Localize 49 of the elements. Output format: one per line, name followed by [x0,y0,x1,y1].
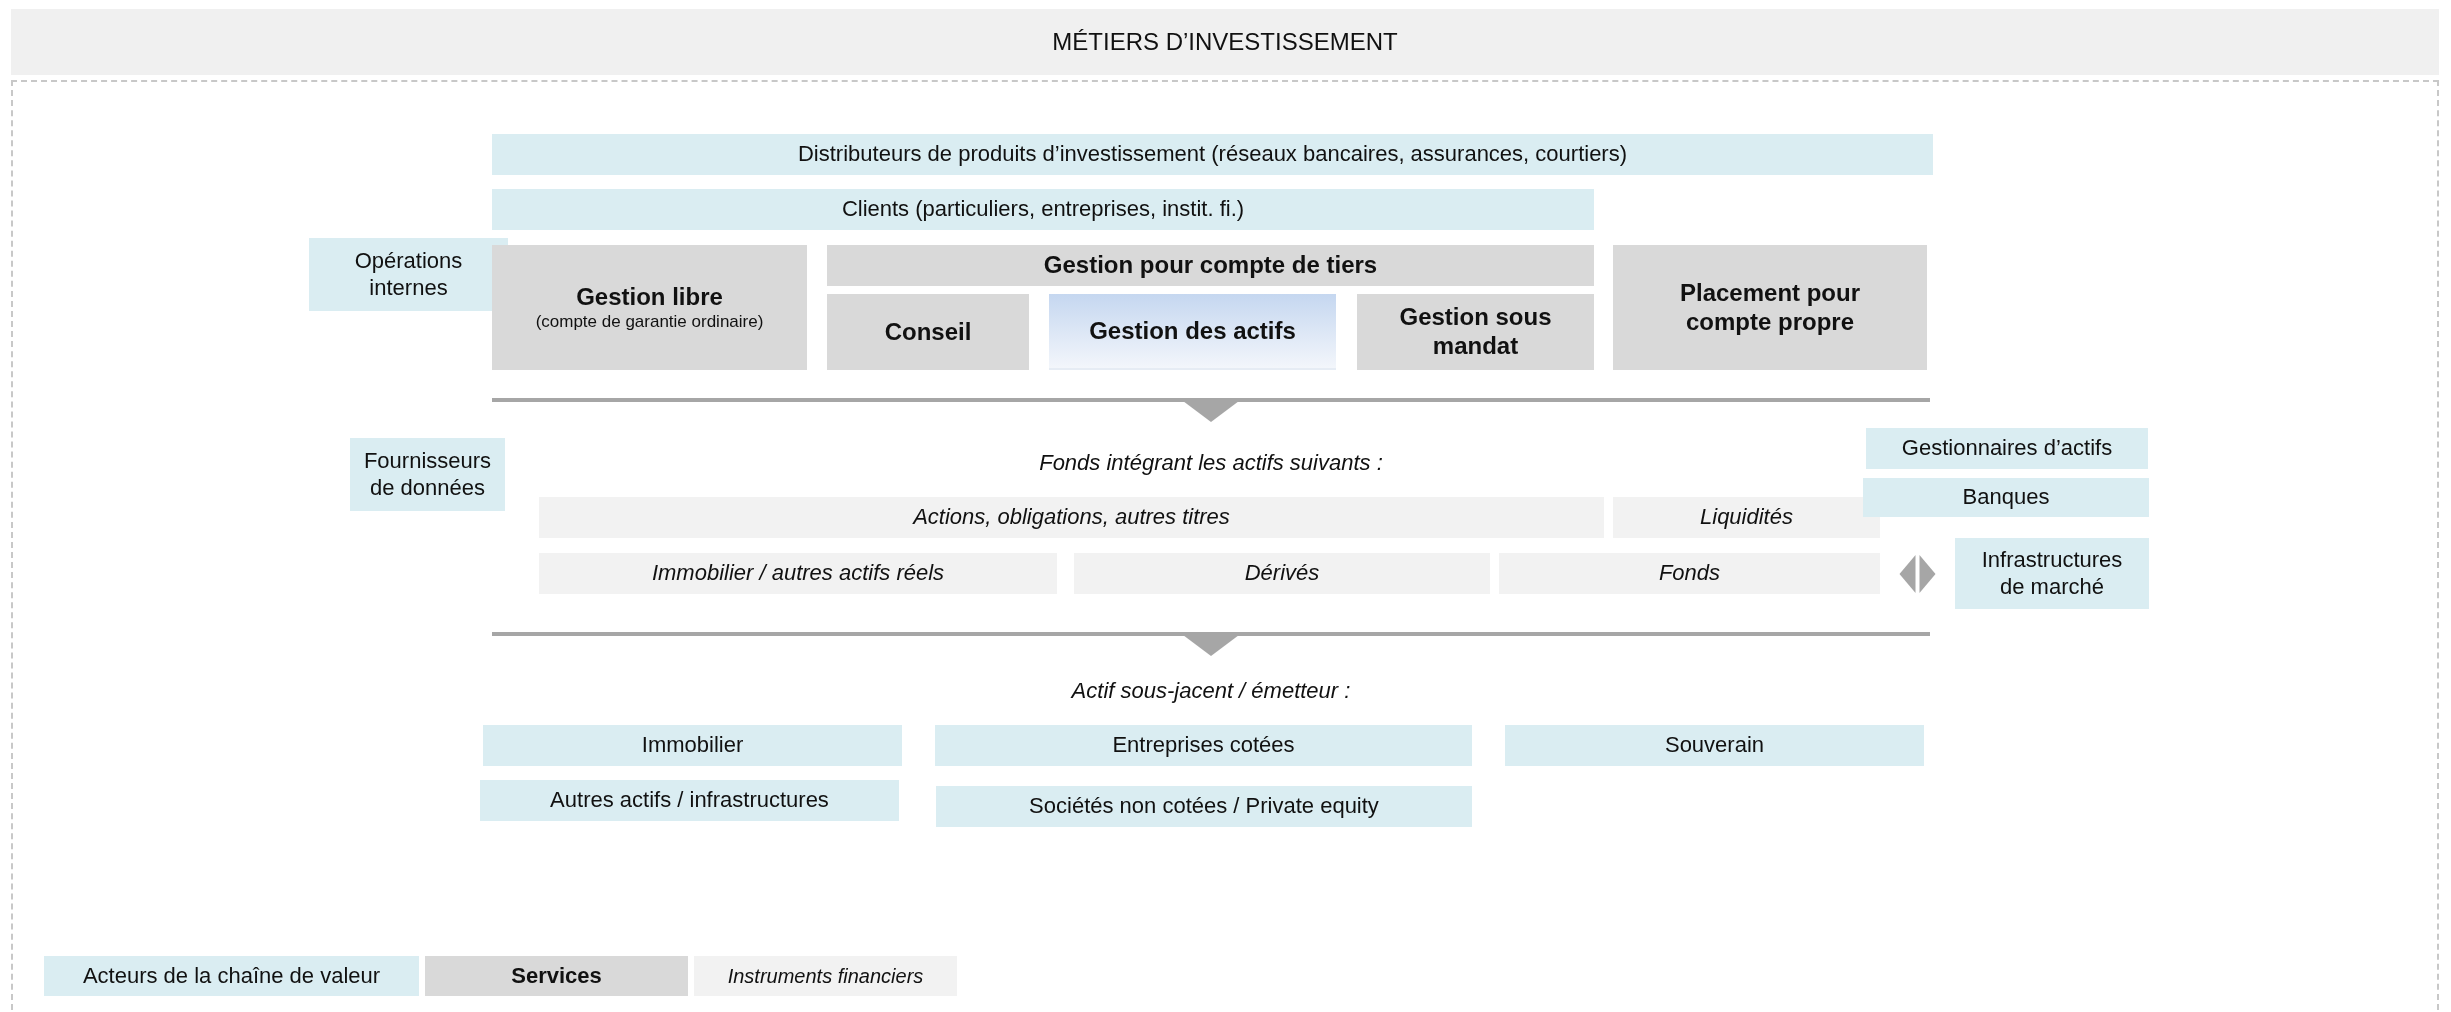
actor-box [480,780,899,821]
node-text: Liquidités [1700,504,1793,531]
node-text: Gestion libre [576,282,723,312]
service-box [827,294,1029,370]
section-heading: Fonds intégrant les actifs suivants : [1038,450,1384,476]
node-text: Dérivés [1244,560,1320,587]
node-text: Immobilier / autres actifs réels [651,560,945,587]
section-heading: Actif sous-jacent / émetteur : [1069,678,1352,704]
node-text: Gestion des actifs [1089,316,1296,346]
actor-box [936,786,1472,827]
node-text: Actions, obligations, autres titres [913,504,1230,531]
node-text: Fournisseurs de données [362,448,493,501]
legend-label: Services [511,963,602,989]
node-text: Clients (particuliers, entreprises, instit. fi.) [841,196,1245,223]
node-text: Gestion pour compte de tiers [1043,251,1378,280]
service-header [827,245,1594,286]
node-text: Conseil [884,317,972,347]
service-box [1613,245,1927,370]
service-box [492,245,807,370]
legend-label: Instruments financiers [727,964,924,988]
actor-box [350,438,505,511]
node-text: Souverain [1664,732,1765,759]
node-text: Opérations internes [353,248,464,301]
node-text: Distributeurs de produits d’investissement (réseaux bancaires, assurances, courtiers) [798,141,1627,168]
node-text: Immobilier [641,732,744,759]
actor-box [309,238,508,311]
node-text: Banques [1962,484,2050,511]
instrument-box [1613,497,1880,538]
legend-label: Acteurs de la chaîne de valeur [82,963,381,989]
node-text: Placement pour compte propre [1678,278,1861,337]
node-text: Autres actifs / infrastructures [550,787,829,814]
actor-box [1863,478,2149,517]
node-text: Infrastructures de marché [1980,547,2124,600]
actor-box [492,134,1933,175]
actor-box [1505,725,1924,766]
actor-box [935,725,1472,766]
node-text: Fonds [1658,560,1721,587]
node-text: Sociétés non cotées / Private equity [1029,793,1379,820]
node-subtext: (compte de garantie ordinaire) [535,311,764,333]
node-text: Gestionnaires d’actifs [1901,435,2113,462]
service-box [1357,294,1594,370]
actor-box [1866,428,2148,469]
highlighted-service-box [1049,294,1336,370]
node-text: Entreprises cotées [1112,732,1295,759]
title-band: MÉTIERS D’INVESTISSEMENT [11,9,2439,75]
node-text: Gestion sous mandat [1398,303,1553,361]
actor-box [483,725,902,766]
actor-box [1955,538,2149,609]
actor-box [492,189,1594,230]
